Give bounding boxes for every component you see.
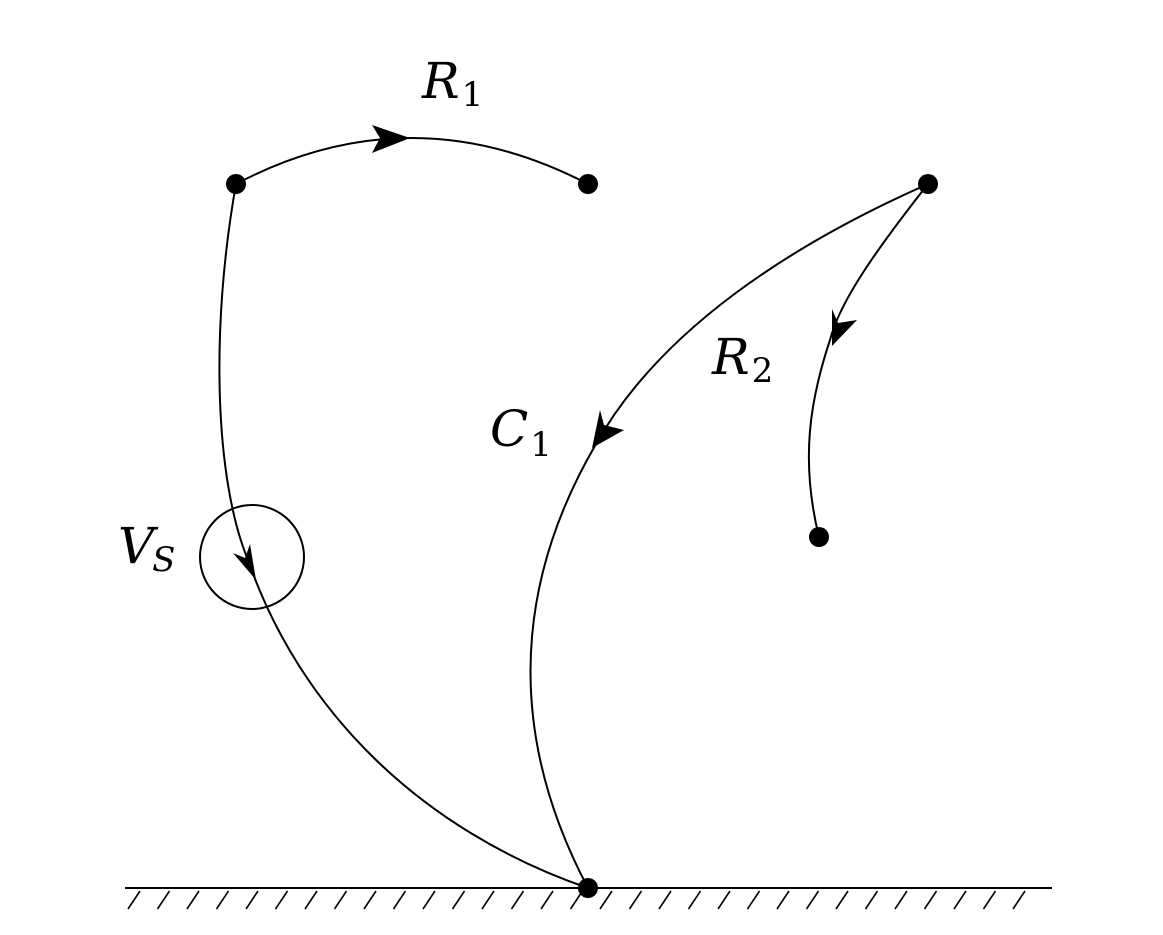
ground-hatch-mark xyxy=(1012,890,1026,910)
ground-hatch-mark xyxy=(186,890,200,910)
ground-hatch-mark xyxy=(894,890,908,910)
ground-hatch-mark xyxy=(304,890,318,910)
c1-arrow-icon xyxy=(592,410,624,448)
ground-hatch-mark xyxy=(746,890,761,910)
ground-hatch-mark xyxy=(540,890,554,910)
voltage-source-symbol xyxy=(199,504,305,610)
r1-wire xyxy=(235,137,589,185)
ground-hatch-mark xyxy=(422,890,436,910)
ground-hatch-mark xyxy=(392,890,407,910)
ground-hatch-mark xyxy=(156,890,171,910)
ground-hatch-mark xyxy=(274,890,289,910)
edge-r1 xyxy=(235,125,589,185)
ground-hatch-mark xyxy=(687,890,702,910)
ground-hatch-mark xyxy=(717,890,731,910)
ground-hatch-mark xyxy=(835,890,849,910)
ground-hatch-mark xyxy=(599,890,613,910)
node-top-left xyxy=(226,174,246,194)
r2-wire xyxy=(807,183,929,538)
vs-wire xyxy=(218,183,589,889)
edge-r2 xyxy=(807,183,929,538)
ground-hatching xyxy=(127,890,1026,910)
ground-hatch-mark xyxy=(127,890,141,910)
ground-hatch-mark xyxy=(363,890,377,910)
label-c1: C1 xyxy=(490,400,552,465)
r2-arrow-icon xyxy=(832,309,857,346)
ground-hatch-mark xyxy=(481,890,495,910)
r1-arrow-icon xyxy=(372,125,410,153)
node-top-middle xyxy=(578,174,598,194)
c1-wire xyxy=(529,183,929,889)
label-vs: VS xyxy=(118,517,175,580)
nodes xyxy=(226,174,938,898)
ground-hatch-mark xyxy=(451,890,466,910)
ground-hatch-mark xyxy=(805,890,820,910)
label-r1: R1 xyxy=(421,52,483,115)
ground-hatch-mark xyxy=(628,890,643,910)
label-r2: R2 xyxy=(711,328,773,391)
ground-hatch-mark xyxy=(776,890,790,910)
ground-hatch-mark xyxy=(245,890,259,910)
ground-hatch-mark xyxy=(215,890,230,910)
vs-arrow-icon xyxy=(233,544,256,580)
node-top-right xyxy=(918,174,938,194)
ground-hatch-mark xyxy=(864,890,879,910)
ground-hatch-mark xyxy=(333,890,348,910)
ground-hatch-mark xyxy=(953,890,967,910)
edge-vs xyxy=(199,183,589,889)
edge-c1 xyxy=(529,183,929,889)
ground-hatch-mark xyxy=(658,890,672,910)
node-lower-right xyxy=(809,527,829,547)
ground-hatch-mark xyxy=(923,890,938,910)
node-ground xyxy=(578,878,598,898)
ground-hatch-mark xyxy=(510,890,525,910)
ground-hatch-mark xyxy=(982,890,997,910)
